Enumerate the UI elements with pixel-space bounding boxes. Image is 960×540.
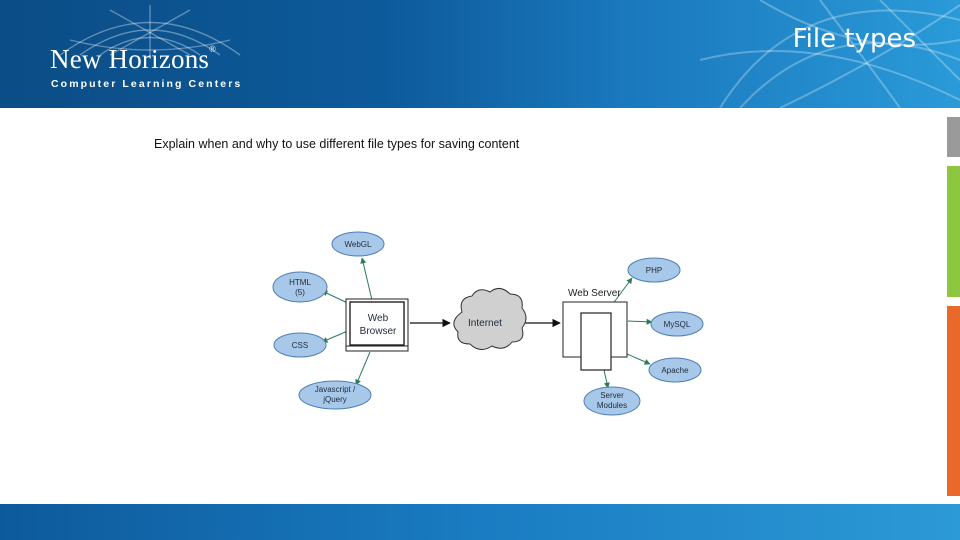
footer-band bbox=[0, 504, 960, 540]
web-server-label: Web Server bbox=[568, 288, 621, 299]
client-arrows bbox=[321, 257, 373, 386]
javascript-label-line1: Javascript / bbox=[315, 385, 356, 394]
logo-name: New Horizons® bbox=[50, 44, 217, 74]
accent-bar-gray bbox=[947, 117, 960, 157]
html-label-line1: HTML bbox=[289, 278, 311, 287]
css-label: CSS bbox=[292, 341, 308, 350]
apache-node: Apache bbox=[648, 357, 702, 383]
web-browser-node: Web Browser bbox=[345, 298, 409, 352]
accent-bar-orange bbox=[947, 306, 960, 496]
slide-title: File types bbox=[792, 24, 916, 54]
mysql-label: MySQL bbox=[664, 320, 691, 329]
browser-label-line1: Web bbox=[368, 313, 389, 324]
browser-label-line2: Browser bbox=[360, 326, 397, 337]
html-node: HTML (5) bbox=[272, 271, 328, 303]
css-node: CSS bbox=[273, 332, 327, 358]
server-modules-label-line2: Modules bbox=[597, 401, 627, 410]
internet-label: Internet bbox=[468, 318, 502, 329]
php-node: PHP bbox=[627, 257, 681, 283]
php-label: PHP bbox=[646, 266, 662, 275]
html-label-line2: (5) bbox=[295, 288, 305, 297]
javascript-node: Javascript / jQuery bbox=[298, 380, 372, 410]
header-banner: New Horizons® Computer Learning Centers … bbox=[0, 0, 960, 108]
javascript-label-line2: jQuery bbox=[322, 395, 347, 404]
globe-graphic bbox=[59, 0, 960, 108]
server-modules-node: Server Modules bbox=[583, 386, 641, 416]
logo-subtitle: Computer Learning Centers bbox=[51, 78, 243, 90]
body-text: Explain when and why to use different fi… bbox=[154, 137, 520, 151]
webgl-node: WebGL bbox=[331, 231, 385, 257]
accent-bar-green bbox=[947, 166, 960, 297]
web-server-node: Web Server bbox=[562, 288, 628, 371]
webgl-label: WebGL bbox=[345, 240, 373, 249]
logo-registered-mark: ® bbox=[209, 44, 217, 54]
apache-label: Apache bbox=[661, 366, 689, 375]
server-modules-label-line1: Server bbox=[600, 391, 624, 400]
mysql-node: MySQL bbox=[650, 311, 704, 337]
internet-cloud: Internet bbox=[453, 288, 527, 350]
